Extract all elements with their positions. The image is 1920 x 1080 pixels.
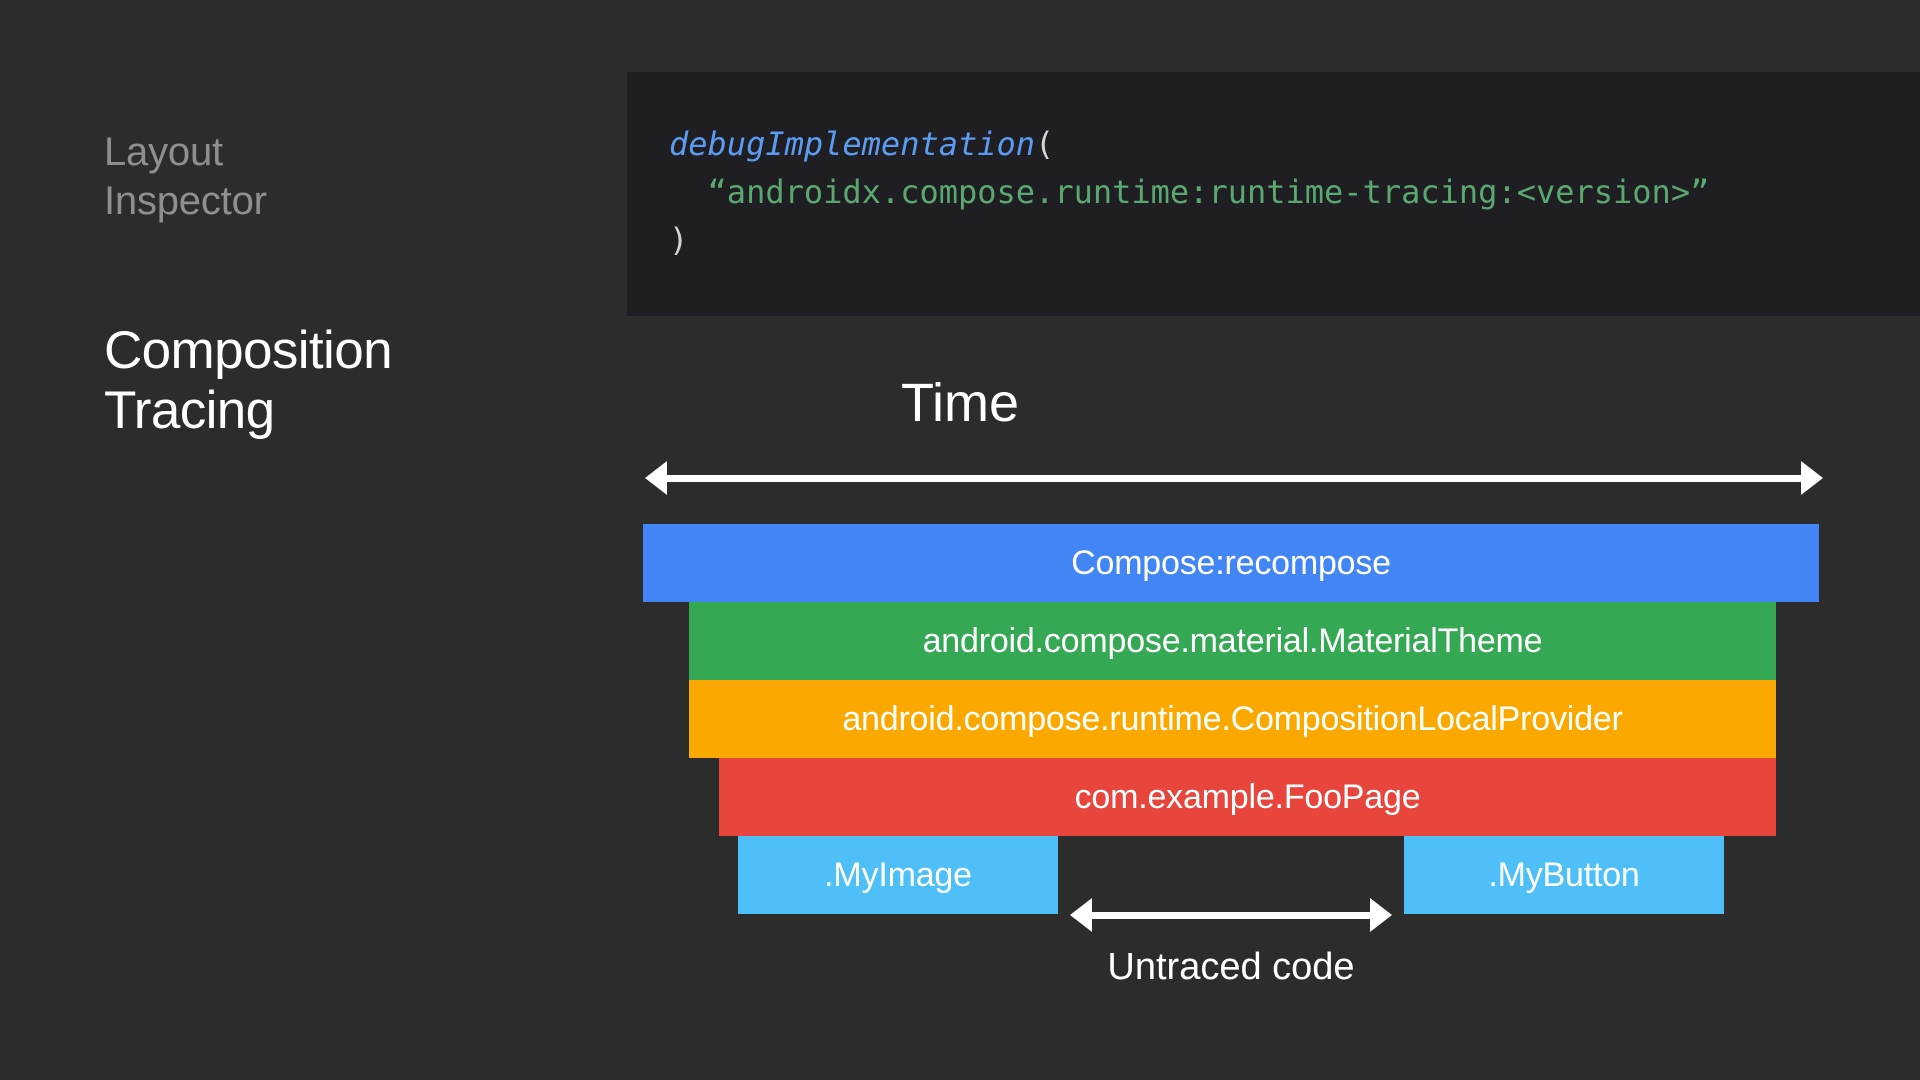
code-line-1: debugImplementation( [669,120,1920,168]
trace-bar[interactable]: .MyButton [1404,836,1724,914]
slide-label-layout-inspector: Layout Inspector [104,130,267,223]
trace-bar[interactable]: Compose:recompose [643,524,1819,602]
arrow-head-right-icon [1370,898,1392,932]
code-token-function: debugImplementation [669,125,1036,163]
trace-bar-label: Compose:recompose [1071,544,1391,582]
arrow-shaft [1087,911,1375,919]
slide-label-composition-tracing: Composition Tracing [104,321,393,440]
trace-bar[interactable]: android.compose.runtime.CompositionLocal… [689,680,1776,758]
code-line-2: “androidx.compose.runtime:runtime-tracin… [669,168,1920,216]
arrow-head-right-icon [1801,461,1823,495]
untraced-code-label: Untraced code [1107,946,1355,988]
code-token-close-paren: ) [669,221,689,259]
trace-bar[interactable]: .MyImage [738,836,1058,914]
trace-bar-label: android.compose.material.MaterialTheme [922,622,1543,660]
time-axis-arrow [645,461,1823,495]
trace-bar-label: android.compose.runtime.CompositionLocal… [842,700,1623,738]
trace-bar-label: com.example.FooPage [1074,778,1421,816]
trace-bar[interactable]: com.example.FooPage [719,758,1776,836]
code-block: debugImplementation( “androidx.compose.r… [627,72,1920,316]
trace-bar[interactable]: android.compose.material.MaterialTheme [689,602,1776,680]
arrow-head-left-icon [1070,898,1092,932]
trace-bar-label: .MyImage [824,856,972,894]
code-line-3: ) [669,216,1920,264]
code-token-dependency-string: “androidx.compose.runtime:runtime-tracin… [707,173,1710,211]
code-token-open-paren: ( [1035,125,1055,163]
arrow-head-left-icon [645,461,667,495]
slide-labels: Layout Inspector Composition Tracing [104,128,524,440]
arrow-shaft [662,474,1806,482]
untraced-code-arrow [1070,898,1392,932]
trace-bar-label: .MyButton [1488,856,1640,894]
